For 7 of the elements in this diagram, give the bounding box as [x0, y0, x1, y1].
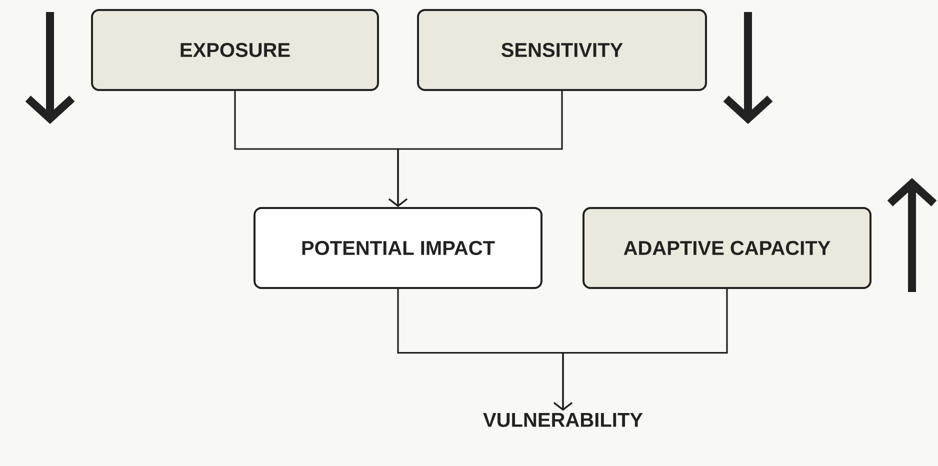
outcome-label: VULNERABILITY	[483, 413, 643, 427]
connector-arrow	[554, 288, 728, 411]
process-box: SENSITIVITY	[417, 9, 707, 91]
process-box: ADAPTIVE CAPACITY	[582, 207, 872, 289]
connector-arrow	[388, 91, 563, 207]
process-box: EXPOSURE	[91, 9, 379, 91]
process-box: POTENTIAL IMPACT	[254, 207, 542, 289]
